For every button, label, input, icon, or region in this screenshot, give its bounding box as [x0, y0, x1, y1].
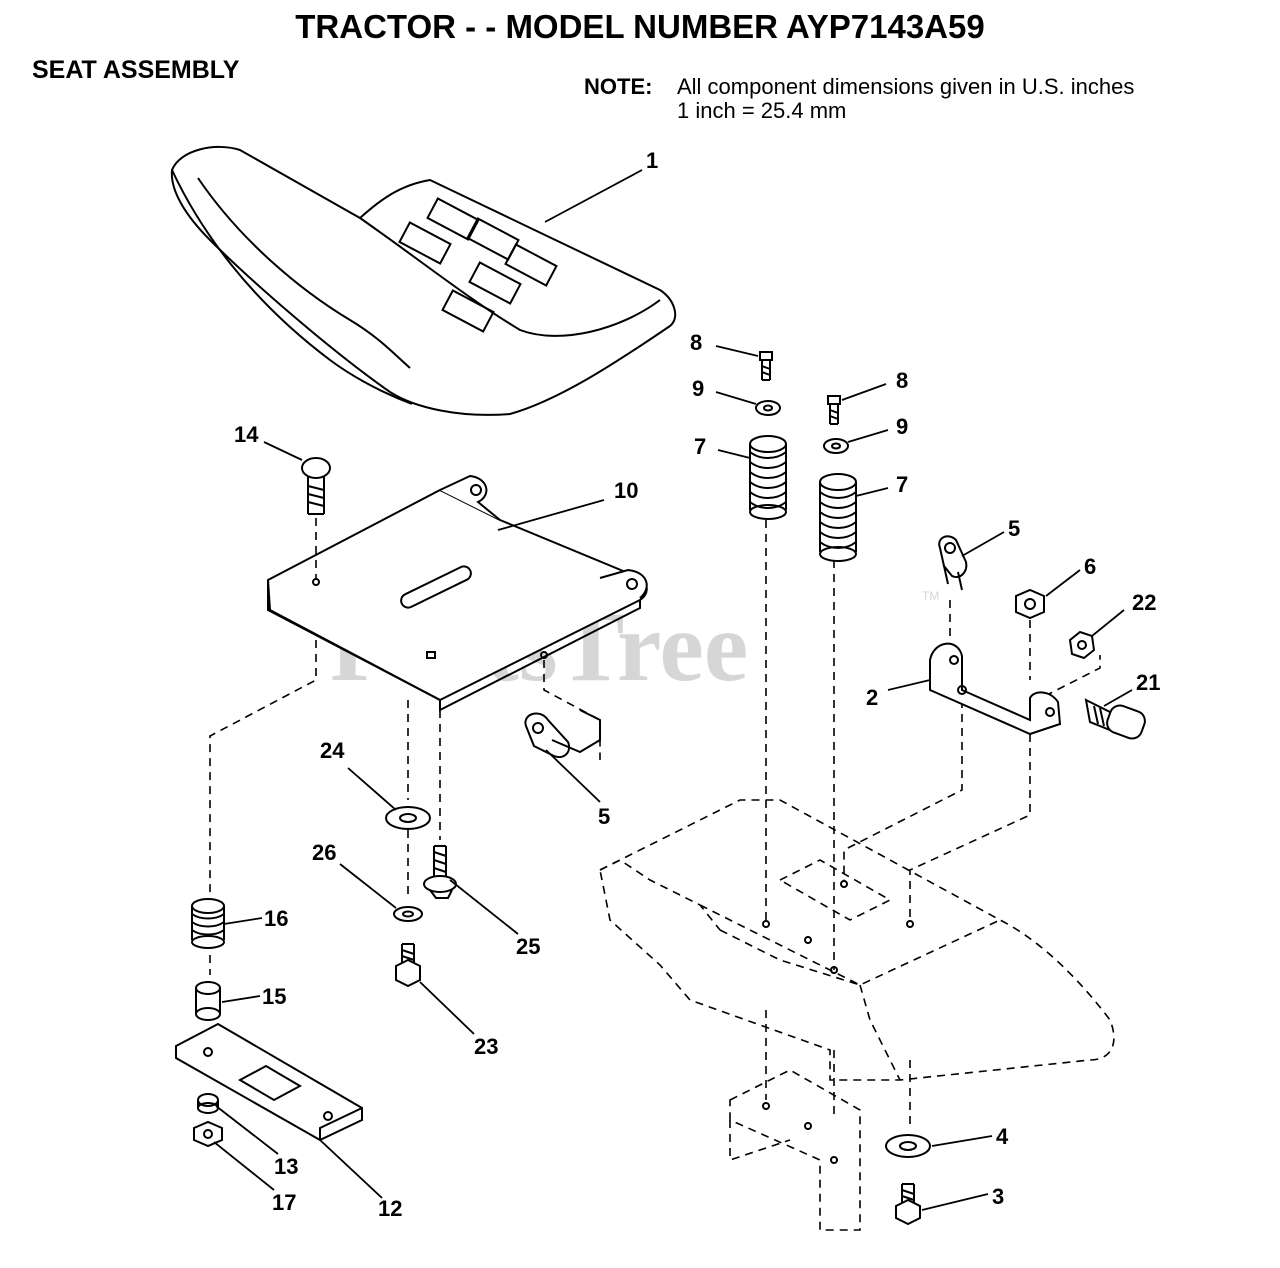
bolt-part-right[interactable]: [827, 395, 841, 425]
callout-13: 13: [274, 1154, 298, 1179]
leader-lines: [213, 169, 1133, 1211]
washer-part-right[interactable]: [823, 438, 849, 454]
note-conversion: 1 inch = 25.4 mm: [677, 98, 847, 123]
callout-26: 26: [312, 840, 336, 865]
seat-pan-part[interactable]: [266, 474, 648, 712]
hex-nut-part[interactable]: [1015, 588, 1045, 620]
frame-bolt-part[interactable]: [895, 1183, 921, 1226]
section-title: SEAT ASSEMBLY: [32, 56, 240, 84]
callout-23: 23: [474, 1034, 498, 1059]
clip-part-right[interactable]: [938, 535, 968, 591]
callout-15: 15: [262, 984, 286, 1009]
clip-part-left[interactable]: [524, 709, 601, 758]
lock-washer-part[interactable]: [393, 906, 423, 922]
callout-9-right: 9: [896, 414, 908, 439]
callout-16: 16: [264, 906, 288, 931]
bolt-part-left[interactable]: [759, 351, 773, 381]
callout-labels: 1 2 3 4 5 5 6 7 7 8 8 9 9 10 12 13 14 15…: [234, 148, 1160, 1221]
spring-part-right[interactable]: [819, 473, 857, 562]
hex-bolt-part[interactable]: [395, 943, 421, 988]
shoulder-bolt-part[interactable]: [423, 845, 457, 899]
flange-nut-part[interactable]: [197, 1093, 219, 1114]
hex-flange-nut-part[interactable]: [193, 1120, 223, 1148]
alignment-lines: [209, 518, 1101, 1130]
callout-3: 3: [992, 1184, 1004, 1209]
flat-washer-part[interactable]: [385, 806, 431, 830]
tractor-frame-outline: [599, 799, 1115, 1231]
callout-1: 1: [646, 148, 658, 173]
callout-14: 14: [234, 422, 259, 447]
callout-10: 10: [614, 478, 638, 503]
adjustment-knob-part[interactable]: [1084, 698, 1148, 741]
callout-5-left: 5: [598, 804, 610, 829]
watermark-trademark: TM: [922, 589, 939, 603]
frame-washer-part[interactable]: [885, 1134, 931, 1158]
spring-part-left[interactable]: [749, 435, 787, 520]
callout-22: 22: [1132, 590, 1156, 615]
lock-nut-part[interactable]: [1068, 630, 1096, 660]
callout-8-left: 8: [690, 330, 702, 355]
callout-17: 17: [272, 1190, 296, 1215]
callout-4: 4: [996, 1124, 1009, 1149]
callout-7-left: 7: [694, 434, 706, 459]
washer-part-left[interactable]: [755, 400, 781, 416]
note-dimensions: All component dimensions given in U.S. i…: [677, 74, 1135, 99]
callout-8-right: 8: [896, 368, 908, 393]
compression-spring-part[interactable]: [191, 898, 225, 949]
callout-24: 24: [320, 738, 345, 763]
carriage-bolt-part[interactable]: [301, 457, 331, 515]
mounting-plate-part[interactable]: [175, 1022, 363, 1142]
callout-7-right: 7: [896, 472, 908, 497]
note-label: NOTE:: [584, 74, 653, 99]
callout-25: 25: [516, 934, 540, 959]
page-title: TRACTOR - - MODEL NUMBER AYP7143A59: [295, 8, 985, 45]
seat-part[interactable]: [170, 146, 677, 416]
bracket-part[interactable]: [929, 642, 1062, 736]
callout-21: 21: [1136, 670, 1160, 695]
spacer-part[interactable]: [195, 981, 221, 1021]
callout-9-left: 9: [692, 376, 704, 401]
callout-2: 2: [866, 685, 878, 710]
callout-6: 6: [1084, 554, 1096, 579]
callout-12: 12: [378, 1196, 402, 1221]
callout-5-right: 5: [1008, 516, 1020, 541]
